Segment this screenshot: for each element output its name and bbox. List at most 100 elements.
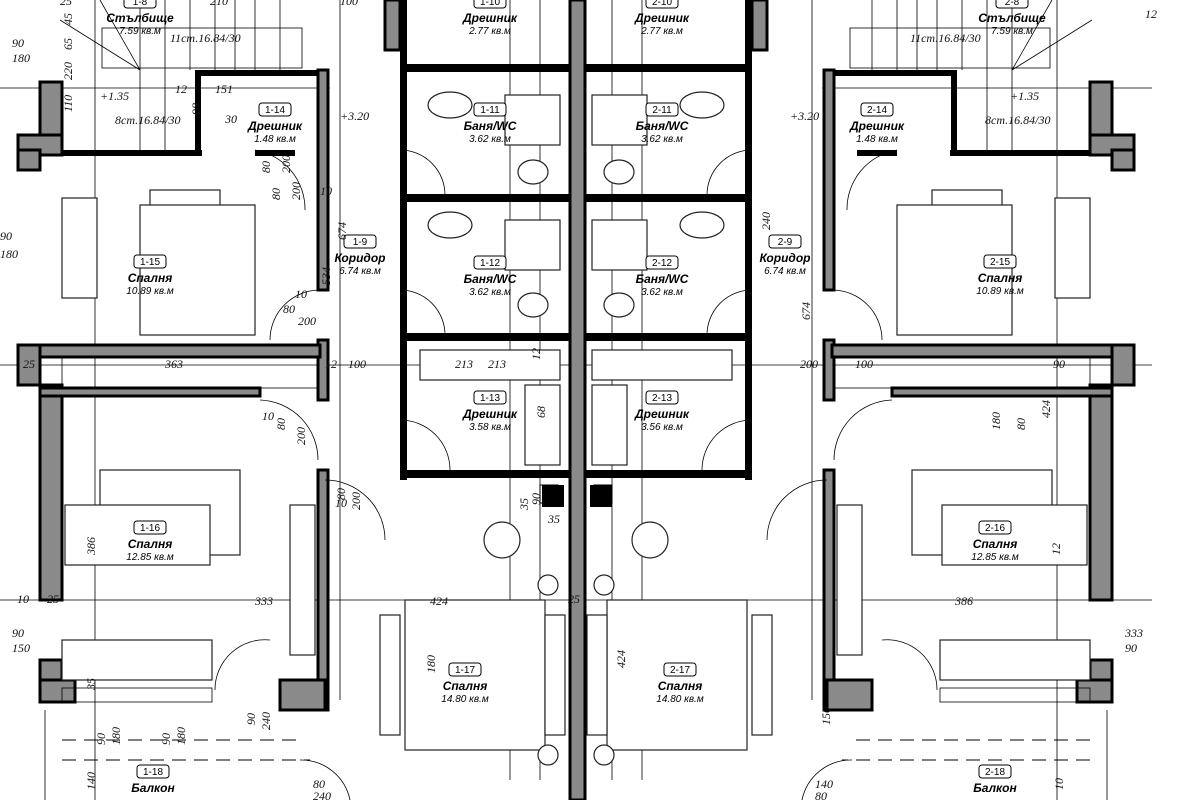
room-area: 14.80 кв.м: [656, 694, 704, 705]
room-number: 2-13: [652, 393, 672, 404]
room-tag: [473, 102, 507, 117]
room-name: Дрешник: [634, 407, 690, 421]
room-tag: [448, 662, 482, 677]
room-name: Стълбище: [978, 11, 1046, 25]
plan-note: +1.35: [100, 89, 129, 103]
room-tag: [473, 0, 507, 9]
room-number: 2-16: [985, 523, 1005, 534]
room-tag: [860, 102, 894, 117]
dimension-label: 180: [174, 727, 188, 745]
dimension-label: 80: [259, 161, 273, 173]
room-area: 14.80 кв.м: [441, 694, 489, 705]
room-number: 1-8: [133, 0, 148, 8]
dimension-label: 180: [109, 727, 123, 745]
room-name: Дрешник: [462, 11, 518, 25]
dimension-label: 150: [12, 641, 30, 655]
dimension-label: 12: [325, 357, 337, 371]
dimension-label: 80: [313, 777, 325, 791]
dimension-label: 213: [455, 357, 473, 371]
dimension-label: 110: [61, 95, 75, 112]
column: [590, 485, 612, 507]
room-number: 1-12: [480, 258, 500, 269]
room-name: Спалня: [973, 537, 1018, 551]
dimension-label: 200: [294, 427, 308, 445]
plan-note: 8ст.16.84/30: [115, 113, 180, 127]
dimension-label: 200: [279, 155, 293, 173]
room-area: 3.56 кв.м: [641, 422, 683, 433]
dimension-label: 200: [289, 182, 303, 200]
dimension-label: 10: [320, 184, 332, 198]
room-area: 6.74 кв.м: [339, 266, 381, 277]
room-name: Спалня: [128, 271, 173, 285]
dimension-label: 424: [614, 650, 628, 668]
dimension-label: 12: [1049, 543, 1063, 555]
room-number: 1-10: [480, 0, 500, 8]
dimension-label: 10: [1052, 778, 1066, 790]
room-tag: [258, 102, 292, 117]
dimension-label: 240: [313, 789, 331, 800]
dimension-label: 90: [244, 713, 258, 725]
dimension-label: 180: [424, 655, 438, 673]
dimension-label: 80: [1014, 418, 1028, 430]
dimension-label: 180: [0, 247, 18, 261]
room-area: 1.48 кв.м: [856, 134, 898, 145]
room-area: 12.85 кв.м: [126, 552, 174, 563]
dimension-label: 30: [224, 112, 237, 126]
dimension-label: 240: [0, 0, 18, 3]
room-tag: [645, 390, 679, 405]
dimension-label: 424: [1039, 400, 1053, 418]
room-number: 2-8: [1005, 0, 1020, 8]
dimension-label: 674: [799, 302, 813, 320]
room-name: Спалня: [658, 679, 703, 693]
room-area: 3.62 кв.м: [469, 287, 511, 298]
room-name: Спалня: [128, 537, 173, 551]
dimension-label: 90: [12, 626, 24, 640]
room-name: Спалня: [978, 271, 1023, 285]
dimension-label: 200: [800, 357, 818, 371]
dimension-label: 140: [84, 772, 98, 790]
dimension-label: 210: [210, 0, 228, 8]
plan-note: +3.20: [790, 109, 819, 123]
dimension-label: 90: [1125, 641, 1137, 655]
dimension-label: 80: [274, 418, 288, 430]
room-number: 1-14: [265, 105, 285, 116]
room-name: Спалня: [443, 679, 488, 693]
dimension-label: 140: [815, 777, 833, 791]
room-tag: [645, 255, 679, 270]
room-area: 10.89 кв.м: [126, 286, 174, 297]
dimension-label: 90: [1053, 357, 1065, 371]
plan-note: +1.35: [1010, 89, 1039, 103]
dimension-label: 25: [60, 0, 72, 8]
dimension-label: 150: [819, 707, 833, 725]
dimension-label: 45: [61, 13, 75, 25]
dimension-label: 90: [529, 493, 543, 505]
room-area: 7.59 кв.м: [991, 26, 1033, 37]
room-name: Стълбище: [106, 11, 174, 25]
plan-note: +3.20: [340, 109, 369, 123]
room-area: 2.77 кв.м: [640, 26, 683, 37]
room-tag: [136, 764, 170, 779]
dimension-label: 35: [547, 512, 560, 526]
left-unit-geometry: [0, 0, 576, 800]
dimension-label: 68: [534, 406, 548, 418]
room-number: 1-16: [140, 523, 160, 534]
room-number: 2-15: [990, 257, 1010, 268]
dimension-label: 240: [759, 212, 773, 230]
dimension-label: 100: [348, 357, 366, 371]
dimension-label: 98: [189, 103, 203, 115]
dimension-label: 12: [529, 348, 543, 360]
dimension-label: 333: [254, 594, 273, 608]
dimension-label: 674: [335, 222, 349, 240]
room-number: 2-11: [652, 105, 672, 116]
dimension-label: 80: [269, 188, 283, 200]
dimension-label: 220: [61, 62, 75, 80]
dimension-label: 200: [298, 314, 316, 328]
room-tag: [645, 102, 679, 117]
room-number: 1-11: [480, 105, 500, 116]
room-name: Дрешник: [849, 119, 905, 133]
room-tag: [663, 662, 697, 677]
room-name: Баня/WC: [464, 272, 517, 286]
room-area: 7.59 кв.м: [119, 26, 161, 37]
dimension-label: 90: [12, 36, 24, 50]
room-number: 2-18: [985, 767, 1005, 778]
